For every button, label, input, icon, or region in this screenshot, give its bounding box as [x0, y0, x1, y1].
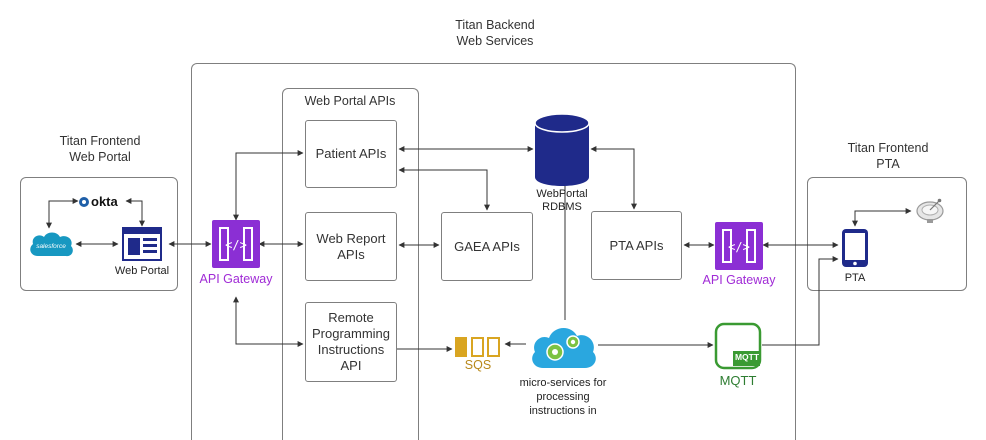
edge-pta-dish: [852, 208, 912, 227]
api-gateway-icon: </>: [715, 222, 763, 270]
gaea-apis-label: GAEA APIs: [454, 238, 520, 254]
svg-text:okta: okta: [91, 194, 119, 209]
web-report-apis-label: Web Report APIs: [316, 231, 385, 262]
api-gateway-icon: </>: [212, 220, 260, 268]
svg-text:</>: </>: [728, 240, 750, 254]
api-gateway-left-label: API Gateway: [199, 272, 273, 286]
edge-mqtt-pta: [762, 256, 839, 346]
micro-label-line1: micro-services for: [519, 377, 607, 389]
svg-text:</>: </>: [225, 238, 247, 252]
remote-line2: Programming: [311, 325, 391, 341]
edge-okta-webportal: [125, 198, 145, 227]
database-label-line2: RDBMS: [542, 200, 582, 213]
edge-db-pta: [590, 146, 637, 210]
okta-icon: okta: [78, 193, 128, 211]
web-portal-apis-title: Web Portal APIs: [304, 94, 396, 108]
database-label: WebPortal RDBMS: [527, 188, 597, 213]
micro-services-label: micro-services for processing instructio…: [505, 377, 621, 418]
database-icon: [534, 113, 590, 187]
web-portal-icon: [122, 227, 162, 261]
api-gateway-right-label: API Gateway: [702, 273, 776, 287]
satellite-dish-icon: [912, 196, 948, 224]
backend-title-line2: Web Services: [456, 33, 534, 48]
web-report-apis-box: Web Report APIs: [305, 212, 397, 281]
backend-group: [191, 63, 796, 440]
frontend-pta-title-line1: Titan Frontend: [847, 141, 929, 155]
edge-gateway-patient: [233, 150, 304, 221]
remote-programming-api-box: Remote Programming Instructions API: [305, 302, 397, 382]
remote-line3: Instructions: [317, 342, 385, 357]
remote-programming-label: Remote Programming Instructions API: [312, 310, 390, 375]
gaea-apis-box: GAEA APIs: [441, 212, 533, 281]
web-portal-apis-group: [282, 88, 419, 440]
micro-label-line2: processing: [536, 390, 590, 403]
web-portal-label: Web Portal: [114, 265, 170, 277]
frontend-pta-group: [807, 177, 967, 291]
web-report-line2: APIs: [337, 246, 365, 262]
frontend-pta-title-line2: PTA: [876, 156, 900, 171]
mqtt-label: MQTT: [719, 373, 757, 388]
frontend-web-title-line1: Titan Frontend: [59, 134, 141, 148]
remote-line1: Remote: [328, 309, 374, 325]
frontend-web-title: Titan Frontend Web Portal: [40, 134, 160, 165]
pta-apis-box: PTA APIs: [591, 211, 682, 280]
frontend-web-title-line2: Web Portal: [69, 149, 131, 164]
backend-title: Titan Backend Web Services: [420, 18, 570, 49]
mqtt-icon: [714, 322, 762, 370]
salesforce-icon: salesforce: [25, 228, 77, 262]
remote-line4: API: [340, 358, 362, 374]
mqtt-badge: MQTT: [734, 352, 760, 362]
backend-title-line1: Titan Backend: [455, 18, 535, 32]
mobile-device-icon: [840, 228, 870, 268]
edge-okta-salesforce: [46, 198, 79, 229]
micro-label-line3: instructions in: [529, 404, 597, 417]
frontend-web-group: [20, 177, 178, 291]
pta-apis-label: PTA APIs: [609, 237, 664, 253]
patient-apis-label: Patient APIs: [315, 146, 387, 162]
sqs-queue-icon: [453, 336, 503, 358]
edge-patient-gaea: [398, 167, 490, 211]
sqs-label: SQS: [464, 358, 492, 372]
web-report-line1: Web Report: [316, 230, 386, 246]
edge-gateway-remote: [233, 296, 304, 347]
pta-label: PTA: [844, 272, 866, 284]
frontend-pta-title: Titan Frontend PTA: [828, 141, 948, 172]
micro-services-cloud-icon: [527, 318, 599, 372]
database-label-line1: WebPortal: [536, 188, 588, 200]
svg-text:salesforce: salesforce: [36, 243, 66, 250]
patient-apis-box: Patient APIs: [305, 120, 397, 188]
